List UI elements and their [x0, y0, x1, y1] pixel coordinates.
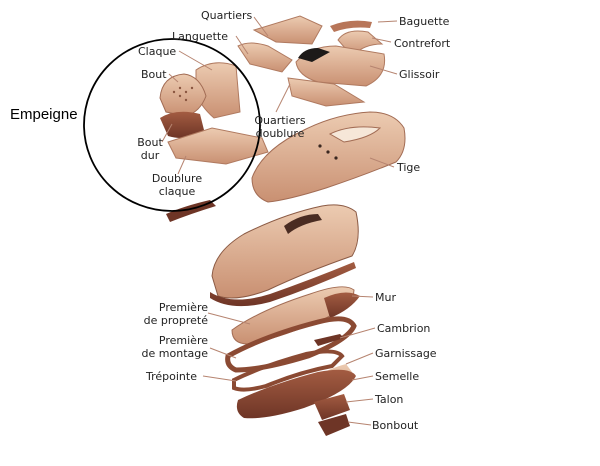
label-premiere-proprete: Première de propreté [128, 301, 208, 327]
leader-lines [161, 16, 398, 426]
label-glissoir: Glissoir [399, 68, 440, 81]
bonbout-part [318, 414, 350, 436]
label-quartiers-doublure-line2: doublure [255, 127, 305, 140]
label-premiere-montage-line1: Première [158, 334, 208, 347]
label-languette: Languette [172, 30, 228, 43]
label-claque: Claque [138, 45, 177, 58]
label-contrefort: Contrefort [394, 37, 451, 50]
trepointe-part [232, 349, 345, 392]
label-premiere-montage-line2: de montage [141, 347, 208, 360]
semelle-part [236, 369, 356, 419]
label-semelle: Semelle [375, 370, 420, 383]
bout-dur-part [160, 111, 204, 138]
label-cambrion: Cambrion [377, 322, 431, 335]
label-talon: Talon [375, 393, 404, 406]
empeigne-circle [83, 38, 261, 212]
label-mur: Mur [375, 291, 396, 304]
label-doublure-claque-line1: Doublure [151, 172, 203, 185]
tige-upper [251, 111, 406, 203]
label-trepointe: Trépointe [146, 370, 197, 383]
premiere-montage-part [225, 316, 357, 373]
bout-part [159, 73, 207, 117]
label-bout: Bout [141, 68, 167, 81]
label-premiere-proprete-line1: Première [158, 301, 208, 314]
label-tige: Tige [397, 161, 421, 174]
bottom-parts [225, 286, 360, 436]
assembled-shoe-body [211, 204, 359, 299]
label-doublure-claque-line2: claque [158, 185, 196, 198]
label-bout-dur-line2: dur [140, 149, 160, 162]
doublure-claque-part [167, 127, 269, 165]
quartiers-doublure-part [287, 77, 366, 107]
upper-parts [159, 15, 386, 222]
assembled-shoe [210, 204, 359, 307]
baguette-part [330, 20, 372, 32]
label-premiere-proprete-line2: de propreté [143, 314, 208, 327]
label-bout-dur: Bout dur [130, 136, 170, 162]
label-quartiers: Quartiers [201, 9, 253, 22]
cambrion-part [314, 334, 344, 346]
glissoir-black-part [298, 48, 330, 62]
mur-part [324, 292, 360, 318]
label-bonbout: Bonbout [372, 419, 419, 432]
label-baguette: Baguette [399, 15, 450, 28]
languette-part [237, 42, 293, 73]
quartiers-part [252, 15, 323, 45]
label-bout-dur-line1: Bout [137, 136, 163, 149]
talon-part [314, 394, 350, 420]
label-quartiers-doublure-line1: Quartiers [254, 114, 306, 127]
label-quartiers-doublure: Quartiers doublure [245, 114, 315, 140]
assembled-shoe-sole [210, 262, 356, 307]
tige-eyelets [318, 144, 338, 160]
assembled-shoe-laces [284, 214, 322, 234]
empeigne-label: Empeigne [10, 106, 78, 123]
label-premiere-montage: Première de montage [128, 334, 208, 360]
bout-perforations [172, 86, 194, 102]
label-garnissage: Garnissage [375, 347, 437, 360]
label-doublure-claque: Doublure claque [145, 172, 209, 198]
tige-opening [328, 126, 382, 143]
